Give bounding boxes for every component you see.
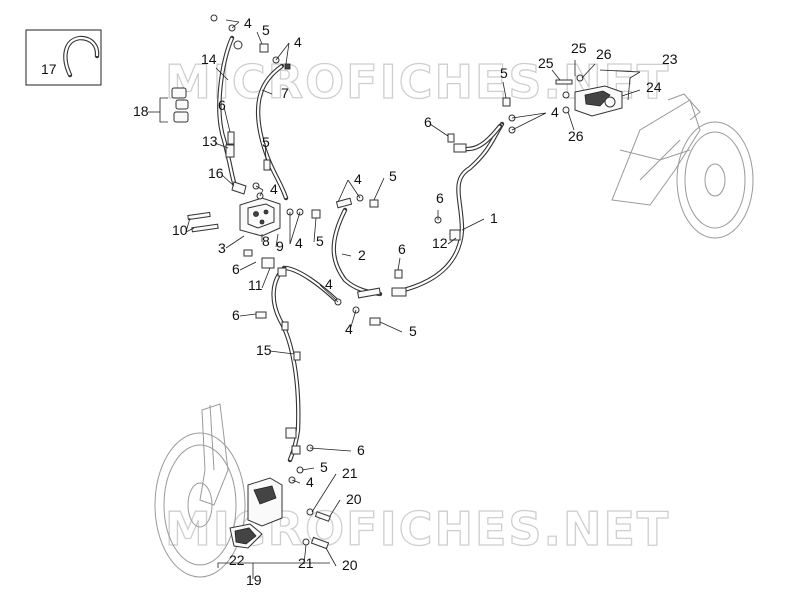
part-label-l15: 15 (256, 342, 272, 358)
part-label-l9: 9 (276, 238, 284, 254)
part-label-l6a: 6 (218, 97, 226, 113)
rear-caliper (574, 85, 623, 117)
part-label-l4a: 4 (244, 15, 252, 31)
part-label-l5b: 5 (262, 134, 270, 150)
part-label-l20a: 20 (346, 491, 362, 507)
front-caliper (229, 477, 283, 549)
fittings (187, 14, 584, 550)
part-label-l24: 24 (646, 79, 662, 95)
part-label-l7: 7 (281, 85, 289, 101)
part-label-l4i: 4 (306, 474, 314, 490)
part-label-l4b: 4 (294, 34, 302, 50)
part-label-l5f: 5 (500, 65, 508, 81)
part-label-l5g: 5 (320, 459, 328, 475)
part-label-l5c: 5 (389, 168, 397, 184)
part-label-l6g: 6 (357, 442, 365, 458)
part-label-l17: 17 (41, 61, 57, 77)
part-label-l22: 22 (229, 552, 245, 568)
rear-wheel-ghost (611, 93, 754, 239)
part-label-l4f: 4 (325, 276, 333, 292)
part-label-l25a: 25 (571, 40, 587, 56)
part-label-l12: 12 (432, 235, 448, 251)
part-label-l16: 16 (208, 165, 224, 181)
part-label-l6f: 6 (232, 307, 240, 323)
part-label-l14: 14 (201, 51, 217, 67)
abs-modulator (239, 197, 281, 237)
part-label-l6c: 6 (436, 190, 444, 206)
part-label-l2: 2 (358, 247, 366, 263)
part-label-l1: 1 (490, 210, 498, 226)
part-label-l4d: 4 (354, 171, 362, 187)
part-label-l5a: 5 (262, 22, 270, 38)
part-label-l6d: 6 (398, 241, 406, 257)
front-wheel-ghost (154, 403, 246, 578)
part-label-l6b: 6 (424, 114, 432, 130)
part-label-l4h: 4 (551, 104, 559, 120)
part-label-l5d: 5 (316, 233, 324, 249)
part-label-l13: 13 (202, 133, 218, 149)
part-label-l4c: 4 (270, 181, 278, 197)
part-label-l21b: 21 (298, 555, 314, 571)
leader-lines (148, 19, 641, 579)
part-label-l26b: 26 (568, 128, 584, 144)
part-18-clamps (159, 87, 189, 123)
part-label-l21a: 21 (342, 465, 358, 481)
part-label-l10: 10 (172, 222, 188, 238)
part-label-l11: 11 (248, 277, 263, 293)
part-label-l4g: 4 (345, 321, 353, 337)
part-label-l3: 3 (218, 240, 226, 256)
part-label-l25b: 25 (538, 55, 554, 71)
part-label-l8: 8 (262, 233, 270, 249)
part-label-l6e: 6 (232, 261, 240, 277)
inset-box-17 (25, 29, 102, 86)
part-label-l26a: 26 (596, 46, 612, 62)
brake-hoses (217, 35, 505, 463)
part-label-l5e: 5 (409, 323, 417, 339)
part-label-l18: 18 (133, 103, 149, 119)
part-label-l4e: 4 (295, 235, 303, 251)
part-label-l19: 19 (246, 572, 262, 588)
part-label-l20b: 20 (342, 557, 358, 573)
part-label-l23: 23 (662, 51, 678, 67)
